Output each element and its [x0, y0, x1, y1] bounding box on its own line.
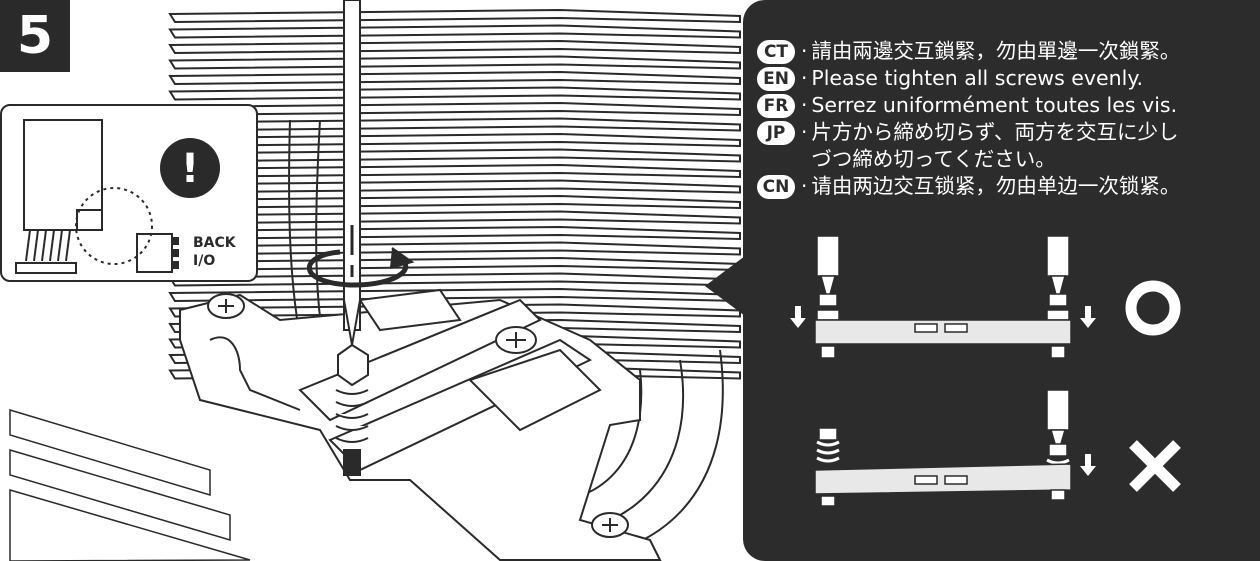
- mounting-screws: [207, 293, 629, 538]
- instruction-fr: FR · Serrez uniformément toutes les vis.: [757, 92, 1252, 119]
- instruction-text: Serrez uniformément toutes les vis.: [811, 93, 1178, 117]
- language-code-badge: JP: [757, 121, 795, 145]
- bullet: ·: [801, 120, 808, 144]
- heatsink-fin: [168, 86, 741, 101]
- panel-pointer: [705, 256, 745, 316]
- language-code-badge: EN: [757, 67, 795, 91]
- instruction-jp: JP · 片方から締め切らず、両方を交互に少し づつ締め切ってください。: [757, 119, 1252, 173]
- heatsink-fin: [168, 8, 741, 24]
- instruction-text: 请由两边交互锁紧，勿由单边一次锁紧。: [811, 174, 1181, 198]
- warning-symbol: !: [181, 146, 199, 192]
- bullet: ·: [801, 93, 808, 117]
- instruction-cn: CN · 请由两边交互锁紧，勿由单边一次锁紧。: [757, 173, 1252, 200]
- warning-icon: [160, 138, 220, 198]
- memory-module-outline: [23, 119, 103, 231]
- cooler-installation-illustration: [9, 0, 741, 561]
- step-number-badge: 5: [0, 0, 70, 72]
- instruction-text: 片方から締め切らず、両方を交互に少し づつ締め切ってください。: [811, 120, 1179, 171]
- correct-example: [814, 235, 1072, 359]
- mounting-bracket: [179, 288, 662, 561]
- heatsink-fin: [168, 24, 741, 39]
- language-code-badge: CT: [757, 40, 795, 64]
- bullet: ·: [801, 39, 808, 63]
- screwdriver: [343, 0, 361, 346]
- warning-callout: !: [0, 104, 258, 282]
- heatsink-fin: [168, 70, 741, 86]
- heatsink-fin: [168, 287, 741, 303]
- correct-mark-icon: [1125, 280, 1181, 336]
- instruction-list: CT · 請由兩邊交互鎖緊，勿由單邊一次鎖緊。 EN · Please tigh…: [757, 38, 1252, 200]
- bullet: ·: [801, 66, 808, 90]
- clearance-circle: [75, 187, 153, 265]
- down-arrow-icon: [1080, 454, 1096, 476]
- spring-screw: [335, 343, 369, 476]
- rotation-arrow: [306, 247, 415, 288]
- tightening-diagrams: O X: [790, 235, 1181, 507]
- language-code-badge: CN: [757, 175, 795, 199]
- back-io-clearance-diagram: !: [15, 119, 220, 274]
- instruction-en: EN · Please tighten all screws evenly.: [757, 65, 1252, 92]
- back-io-label: BACK I/O: [193, 235, 236, 269]
- down-arrow-icon: [790, 306, 1096, 328]
- language-code-badge: FR: [757, 94, 795, 118]
- bullet: ·: [801, 174, 808, 198]
- memory-modules: [9, 408, 251, 561]
- correct-mark-text: O: [1153, 307, 1154, 309]
- instruction-text: 請由兩邊交互鎖緊，勿由單邊一次鎖緊。: [811, 39, 1181, 63]
- incorrect-example: [814, 389, 1072, 507]
- back-io-connector: [136, 233, 173, 273]
- incorrect-mark-icon: [1129, 440, 1181, 492]
- heatsink-fin: [168, 55, 741, 70]
- heatsink-fin: [168, 39, 741, 55]
- instruction-ct: CT · 請由兩邊交互鎖緊，勿由單邊一次鎖緊。: [757, 38, 1252, 65]
- instruction-text: Please tighten all screws evenly.: [811, 66, 1144, 90]
